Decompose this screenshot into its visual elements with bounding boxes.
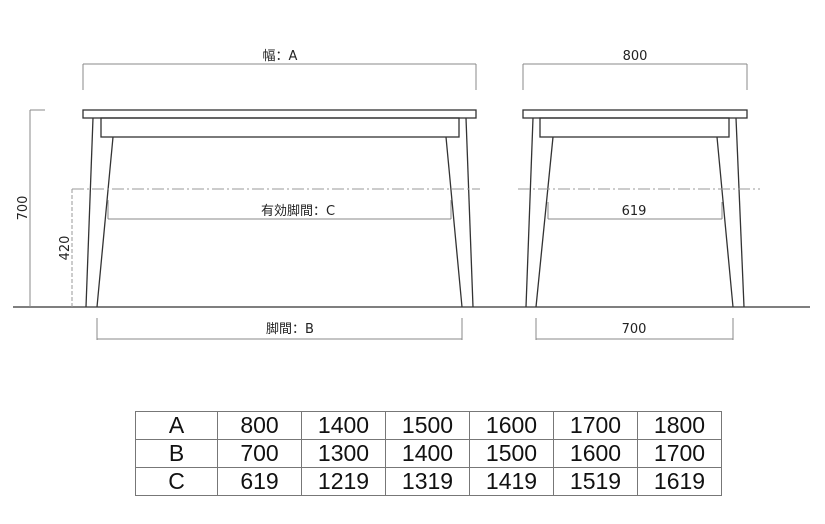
leg-left-inner (96, 136, 114, 308)
table-cell: 1519 (553, 467, 638, 496)
tabletop (82, 109, 477, 119)
leg-span-label: 脚間：B (266, 321, 314, 337)
apron (539, 117, 730, 138)
table-cell: 1500 (469, 439, 554, 468)
lower-height-label: 420 (58, 236, 73, 261)
tabletop (522, 109, 748, 119)
leg-span-label: 700 (622, 322, 647, 337)
table-cell: 700 (217, 439, 302, 468)
effective-span-label: 619 (622, 204, 647, 219)
table-cell: 1700 (637, 439, 722, 468)
depth-label: 800 (623, 49, 648, 64)
leg-right-outer (465, 117, 474, 308)
front-view: 幅：A 有効脚間：C 脚間：B 700 420 (16, 49, 480, 340)
table-cell: 1400 (301, 411, 386, 440)
row-label: C (135, 467, 218, 496)
leg-right-inner (716, 136, 734, 308)
width-label: 幅：A (263, 49, 298, 64)
table-cell: 1600 (469, 411, 554, 440)
table-cell: 800 (217, 411, 302, 440)
leg-right-inner (445, 136, 463, 308)
leg-left-outer (525, 117, 534, 308)
table-cell: 1300 (301, 439, 386, 468)
leg-left-inner (535, 136, 554, 308)
table-cell: 1400 (385, 439, 470, 468)
apron (100, 117, 460, 138)
leg-right-outer (735, 117, 745, 308)
table-cell: 1800 (637, 411, 722, 440)
table-cell: 1219 (301, 467, 386, 496)
table-cell: 1619 (637, 467, 722, 496)
height-label: 700 (16, 196, 31, 221)
row-label: A (135, 411, 218, 440)
leg-left-outer (85, 117, 94, 308)
table-cell: 1700 (553, 411, 638, 440)
table-cell: 1319 (385, 467, 470, 496)
table-cell: 619 (217, 467, 302, 496)
table-cell: 1600 (553, 439, 638, 468)
row-label: B (135, 439, 218, 468)
table-cell: 1500 (385, 411, 470, 440)
side-view: 800 619 700 (518, 49, 760, 340)
table-cell: 1419 (469, 467, 554, 496)
effective-span-label: 有効脚間：C (261, 203, 335, 219)
